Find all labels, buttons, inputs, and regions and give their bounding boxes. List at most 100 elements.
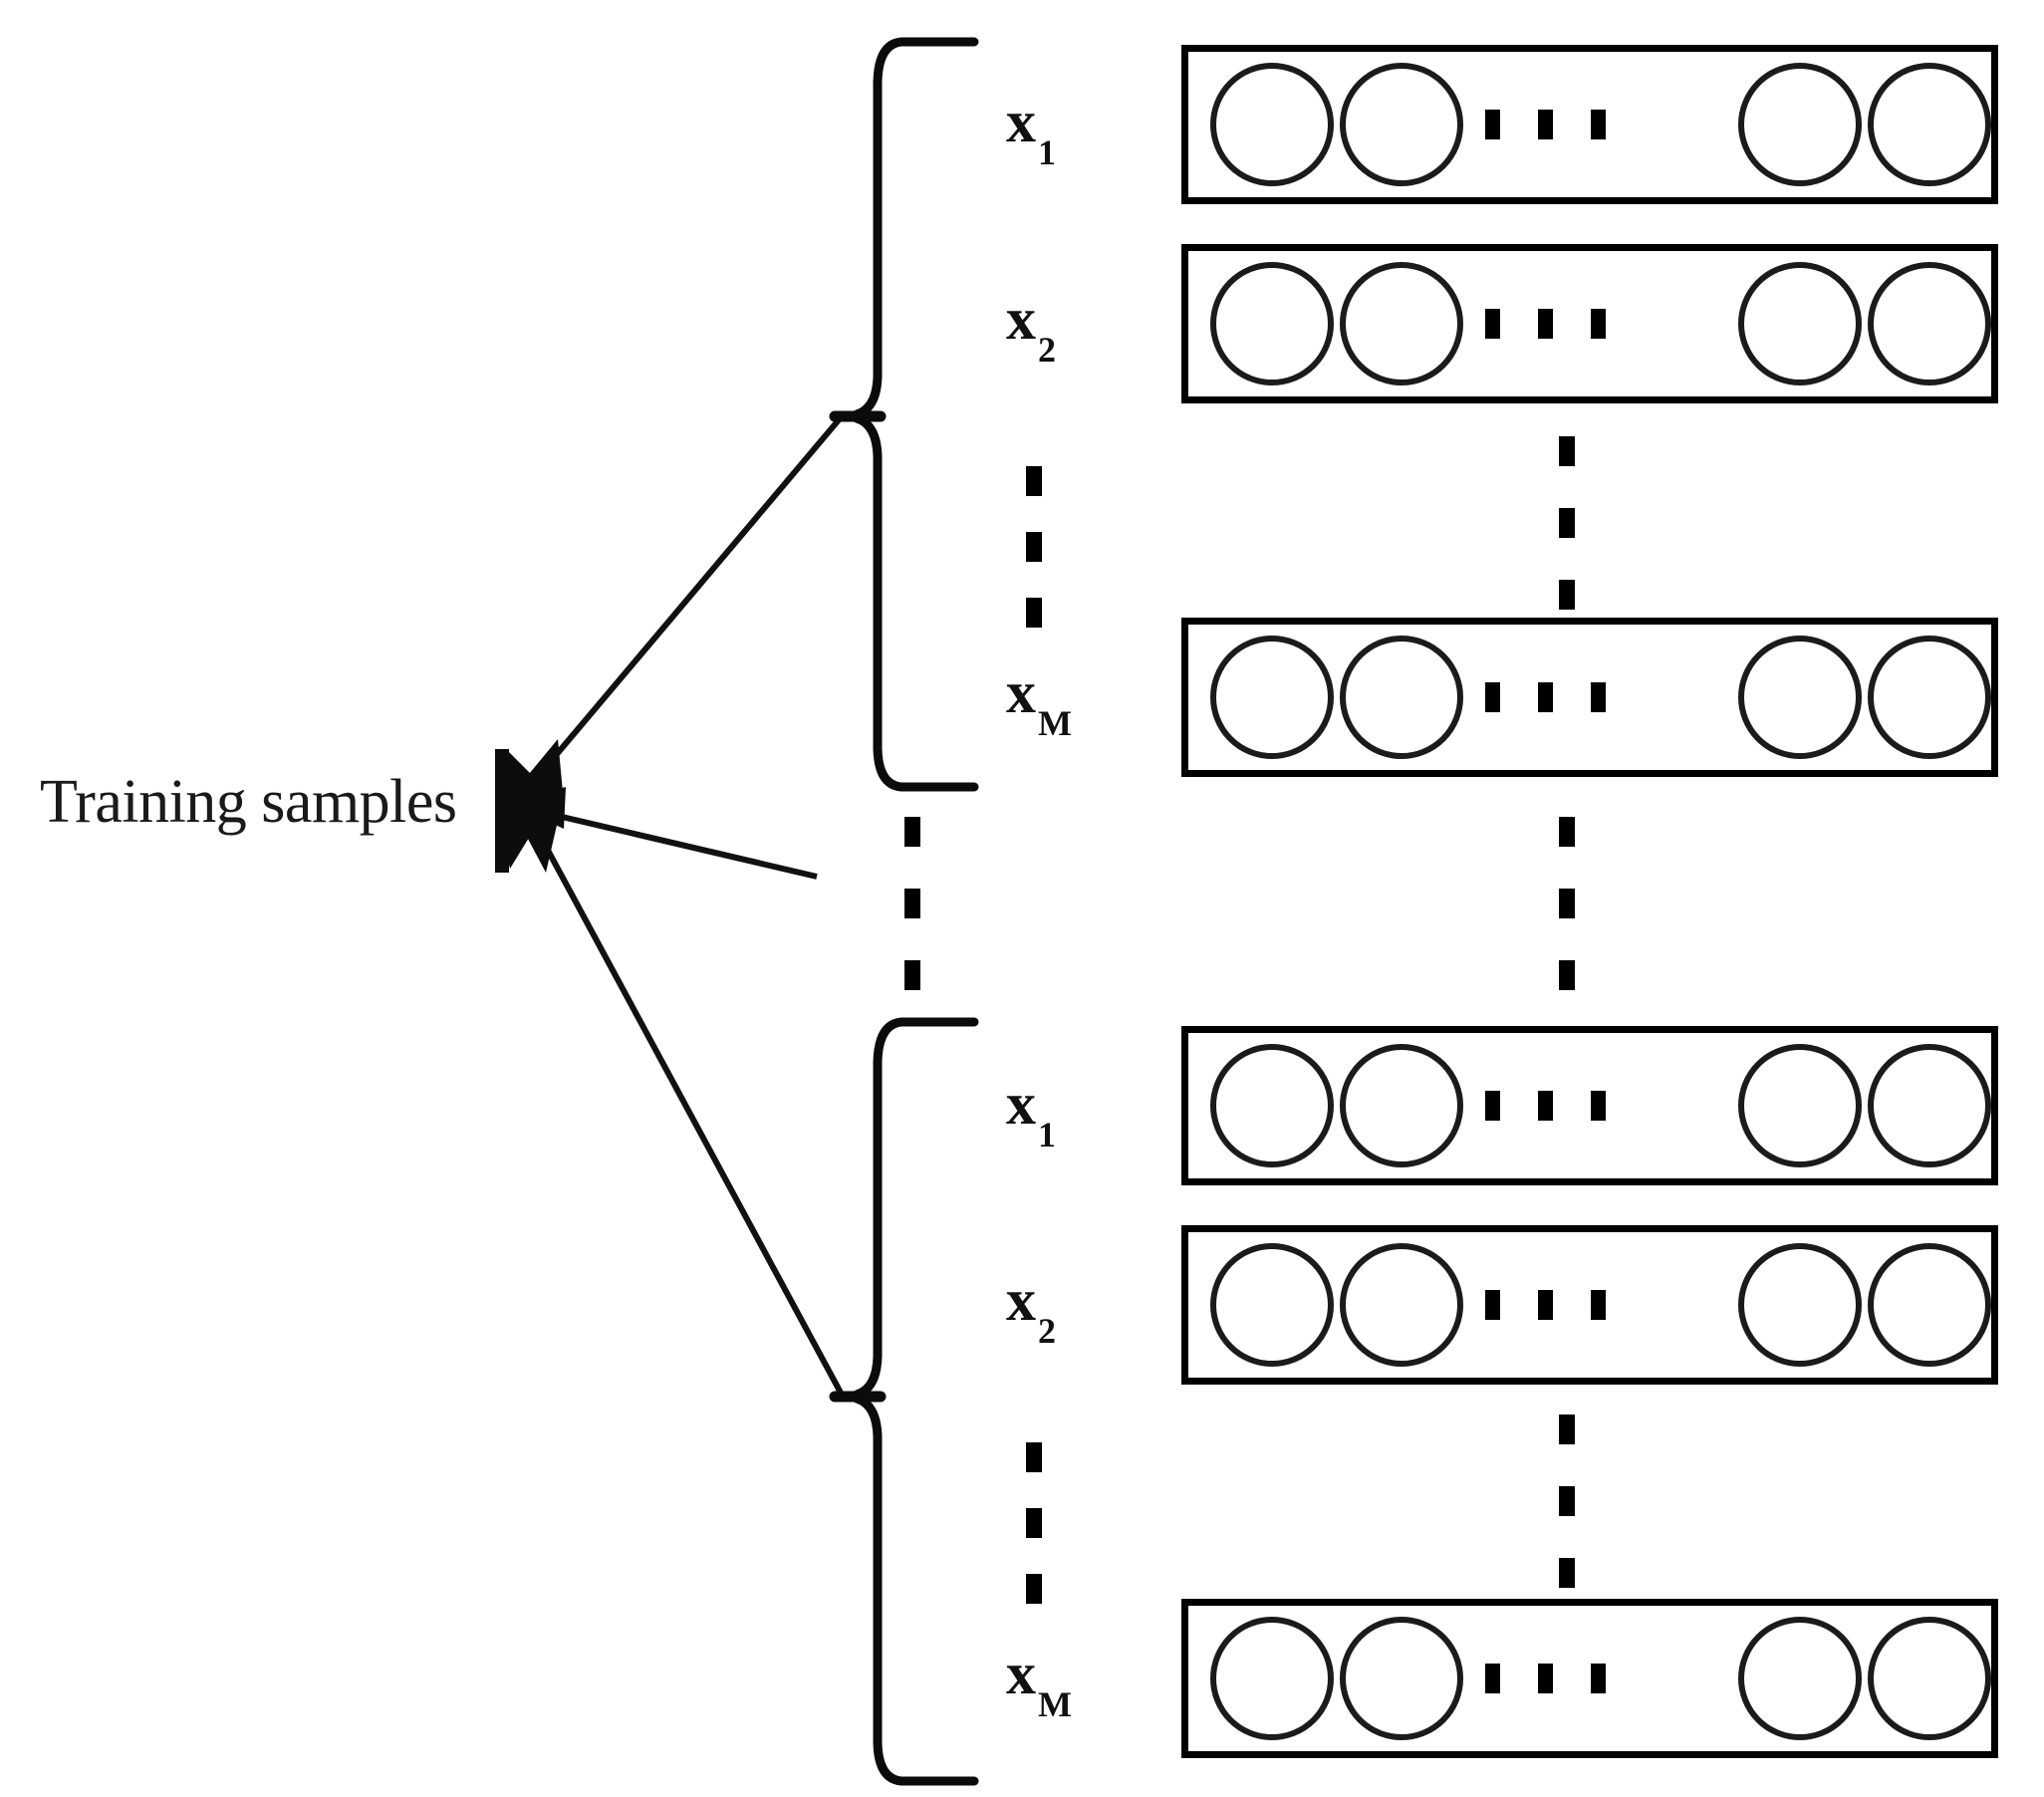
arrowhead-top xyxy=(510,739,564,803)
neuron-node[interactable] xyxy=(1210,63,1334,186)
ellipsis-dot xyxy=(1026,1574,1042,1604)
sample-label-base: x xyxy=(1006,1267,1036,1333)
brace-top-upper xyxy=(852,37,979,419)
ellipsis-dot xyxy=(904,817,920,847)
arrow-line-top xyxy=(522,414,845,794)
group-brace-bottom xyxy=(829,1017,979,1786)
sample-label-top-x1: x1 xyxy=(1006,89,1056,170)
sample-label-sub: 2 xyxy=(1038,330,1056,370)
ellipsis-dot xyxy=(1559,580,1575,610)
sample-label-bottom-xM: xM xyxy=(1006,1641,1072,1722)
row-horizontal-ellipsis xyxy=(1485,309,1606,339)
ellipsis-dot xyxy=(1538,1290,1553,1320)
ellipsis-dot xyxy=(1559,889,1575,918)
ellipsis-dot xyxy=(1485,1091,1500,1121)
neuron-node[interactable] xyxy=(1738,1617,1862,1740)
label-vertical-ellipsis-top xyxy=(1026,466,1042,628)
brace-top-lower xyxy=(852,413,979,792)
neuron-node[interactable] xyxy=(1738,1243,1862,1367)
neuron-node[interactable] xyxy=(1868,262,1991,385)
ellipsis-dot xyxy=(1559,1558,1575,1588)
brace-bottom-lower xyxy=(852,1394,979,1786)
ellipsis-dot xyxy=(1485,1664,1500,1693)
sample-label-base: x xyxy=(1006,286,1036,352)
ellipsis-dot xyxy=(1026,532,1042,562)
ellipsis-dot xyxy=(1538,1664,1553,1693)
neuron-node[interactable] xyxy=(1738,262,1862,385)
neuron-node[interactable] xyxy=(1868,63,1991,186)
arrow-lines xyxy=(522,414,845,1397)
neuron-row-top-x2[interactable] xyxy=(1181,244,1998,403)
ellipsis-dot xyxy=(904,960,920,990)
training-samples-label: Training samples xyxy=(40,768,457,836)
neuron-node[interactable] xyxy=(1210,636,1334,759)
sample-label-sub: 2 xyxy=(1038,1311,1056,1351)
sample-label-sub: 1 xyxy=(1038,132,1056,172)
ellipsis-dot xyxy=(1591,1290,1606,1320)
ellipsis-dot xyxy=(1559,960,1575,990)
sample-label-top-xM: xM xyxy=(1006,659,1072,741)
neuron-node[interactable] xyxy=(1340,636,1463,759)
sample-label-base: x xyxy=(1006,1071,1036,1137)
neuron-node[interactable] xyxy=(1340,63,1463,186)
ellipsis-dot xyxy=(904,889,920,918)
neuron-node[interactable] xyxy=(1340,1617,1463,1740)
neuron-node[interactable] xyxy=(1738,1044,1862,1167)
ellipsis-dot xyxy=(1026,466,1042,496)
ellipsis-dot xyxy=(1026,1442,1042,1472)
row-vertical-ellipsis-bottom xyxy=(1559,1414,1575,1588)
neuron-node[interactable] xyxy=(1868,1243,1991,1367)
neuron-node[interactable] xyxy=(1738,63,1862,186)
ellipsis-dot xyxy=(1538,309,1553,339)
ellipsis-dot xyxy=(1591,110,1606,139)
ellipsis-dot xyxy=(1591,1091,1606,1121)
neuron-node[interactable] xyxy=(1868,1044,1991,1167)
neuron-row-top-x1[interactable] xyxy=(1181,45,1998,204)
neuron-node[interactable] xyxy=(1868,636,1991,759)
ellipsis-dot xyxy=(1559,1486,1575,1516)
group-vertical-ellipsis xyxy=(904,817,920,990)
neuron-node[interactable] xyxy=(1210,262,1334,385)
sample-label-bottom-x2: x2 xyxy=(1006,1267,1056,1349)
neuron-node[interactable] xyxy=(1210,1617,1334,1740)
sample-label-base: x xyxy=(1006,89,1036,154)
neuron-row-top-xM[interactable] xyxy=(1181,618,1998,777)
group-brace-top xyxy=(829,37,979,792)
ellipsis-dot xyxy=(1591,682,1606,712)
sample-label-sub: M xyxy=(1038,1684,1072,1724)
neuron-row-bottom-xM[interactable] xyxy=(1181,1599,1998,1758)
row-horizontal-ellipsis xyxy=(1485,1664,1606,1693)
ellipsis-dot xyxy=(1538,110,1553,139)
ellipsis-dot xyxy=(1026,598,1042,628)
neuron-node[interactable] xyxy=(1210,1044,1334,1167)
ellipsis-dot xyxy=(1485,682,1500,712)
neuron-node[interactable] xyxy=(1868,1617,1991,1740)
ellipsis-dot xyxy=(1026,1508,1042,1538)
ellipsis-dot xyxy=(1559,508,1575,538)
neuron-node[interactable] xyxy=(1340,262,1463,385)
sample-label-sub: M xyxy=(1038,703,1072,743)
neuron-node[interactable] xyxy=(1210,1243,1334,1367)
label-vertical-ellipsis-bottom xyxy=(1026,1442,1042,1604)
row-horizontal-ellipsis xyxy=(1485,682,1606,712)
neuron-row-bottom-x2[interactable] xyxy=(1181,1225,1998,1385)
ellipsis-dot xyxy=(1485,110,1500,139)
neuron-node[interactable] xyxy=(1738,636,1862,759)
ellipsis-dot xyxy=(1538,682,1553,712)
neuron-node[interactable] xyxy=(1340,1044,1463,1167)
arrowhead-middle xyxy=(508,787,566,829)
row-vertical-ellipsis-top xyxy=(1559,436,1575,610)
row-vertical-ellipsis-middle xyxy=(1559,817,1575,990)
ellipsis-dot xyxy=(1485,309,1500,339)
row-horizontal-ellipsis xyxy=(1485,110,1606,139)
neuron-row-bottom-x1[interactable] xyxy=(1181,1026,1998,1185)
brace-bottom-upper xyxy=(852,1017,979,1400)
sample-label-sub: 1 xyxy=(1038,1115,1056,1155)
neuron-node[interactable] xyxy=(1340,1243,1463,1367)
sample-label-base: x xyxy=(1006,659,1036,725)
ellipsis-dot xyxy=(1559,817,1575,847)
arrow-line-middle xyxy=(527,806,818,880)
ellipsis-dot xyxy=(1559,436,1575,466)
sample-label-base: x xyxy=(1006,1641,1036,1706)
